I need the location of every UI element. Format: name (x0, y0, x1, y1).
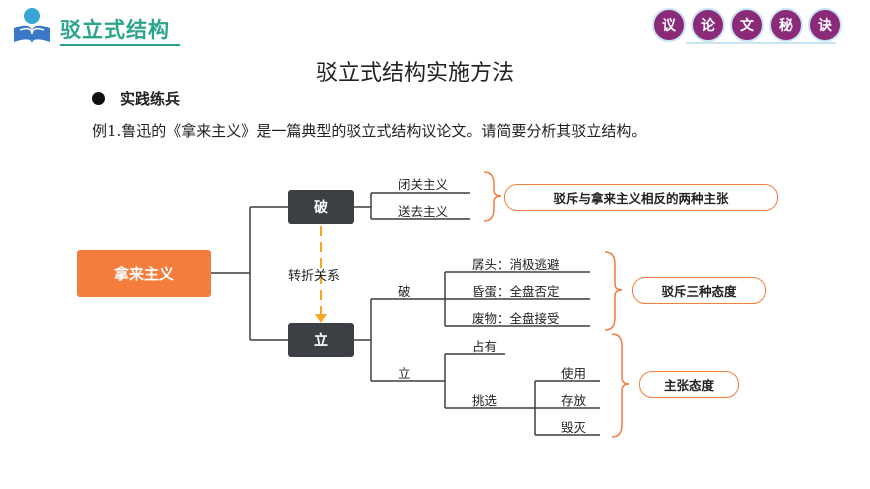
badge-wen: 文 (730, 8, 764, 42)
zhanyou-label: 占有 (472, 339, 498, 354)
attitude-chantou: 孱头：消极逃避 (472, 257, 560, 272)
li-po-summary: 驳斥三种态度 (632, 277, 766, 304)
po-item-biguan: 闭关主义 (398, 177, 449, 192)
method-cunfang: 存放 (561, 393, 587, 408)
node-li: 立 (288, 323, 354, 357)
header-underline (60, 44, 180, 46)
attitude-feiwu: 废物：全盘接受 (472, 311, 560, 326)
badge-lun: 论 (691, 8, 725, 42)
li-sub-po-label: 破 (398, 284, 411, 299)
bullet-icon (92, 92, 105, 105)
question-text: 例1.鲁迅的《拿来主义》是一篇典型的驳立式结构议论文。请简要分析其驳立结构。 (92, 122, 647, 140)
badge-mi: 秘 (769, 8, 803, 42)
header-title: 驳立式结构 (60, 18, 170, 42)
badge-row: 议 论 文 秘 诀 (652, 8, 842, 42)
section-title: 实践练兵 (120, 90, 181, 108)
badge-underline (686, 42, 836, 44)
transition-label: 转折关系 (288, 269, 341, 284)
po-item-songqu: 送去主义 (398, 204, 449, 219)
li-sub-li-label: 立 (398, 366, 411, 381)
root-node-lailai: 拿来主义 (77, 250, 211, 297)
method-huimie: 毁灭 (561, 420, 587, 435)
li-li-summary: 主张态度 (639, 371, 739, 398)
node-po: 破 (288, 190, 354, 224)
reader-logo-icon (14, 8, 50, 44)
po-summary: 驳斥与拿来主义相反的两种主张 (504, 184, 778, 211)
tiaoxuan-label: 挑选 (472, 393, 498, 408)
badge-yi: 议 (652, 8, 686, 42)
method-shiyong: 使用 (561, 366, 587, 381)
page-title: 驳立式结构实施方法 (315, 61, 514, 86)
attitude-hundan: 昏蛋：全盘否定 (472, 284, 560, 299)
badge-jue: 诀 (808, 8, 842, 42)
